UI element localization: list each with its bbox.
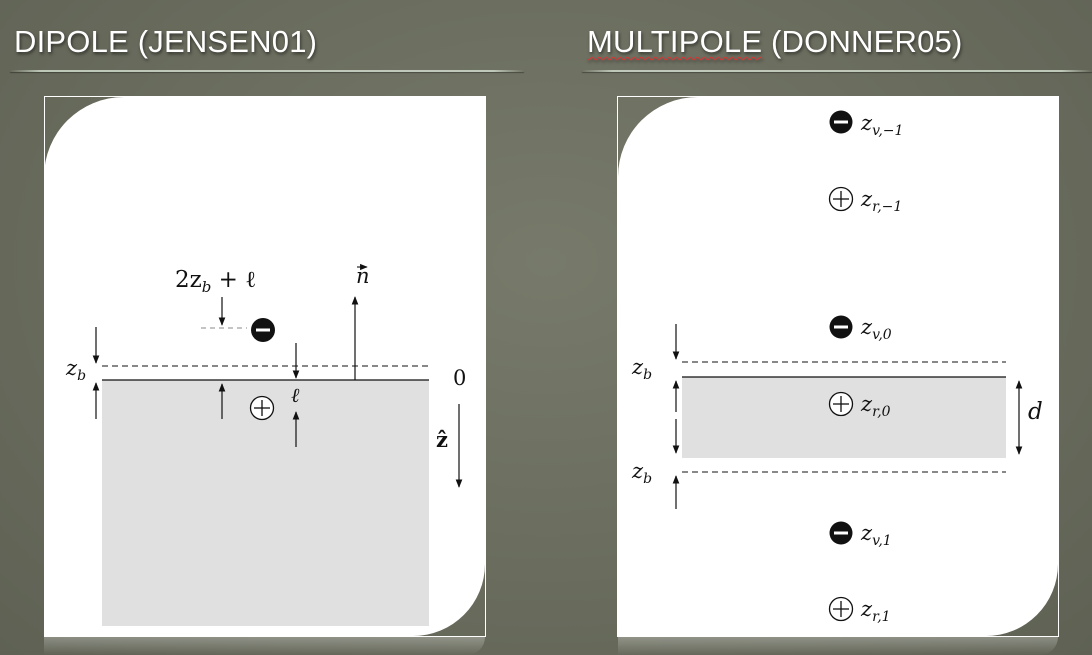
source-label: zr,0 [860, 392, 891, 420]
source-v-1: zv,1 [829, 521, 892, 549]
panel-reflection-right [618, 637, 1058, 655]
source-v-0: zv,0 [829, 315, 892, 343]
source-v-minus1: zv,−1 [829, 110, 903, 139]
slab-medium [682, 377, 1006, 458]
label-d: d [1028, 399, 1043, 425]
source-label: zv,−1 [860, 111, 903, 139]
label-zb-top: zb [631, 355, 652, 383]
label-zero: 0 [453, 366, 466, 390]
source-r-1: zr,1 [828, 596, 891, 625]
source-label: zr,−1 [860, 187, 902, 215]
title-underline-left [10, 70, 524, 72]
label-zhat: ẑ [436, 427, 448, 452]
source-label: zv,1 [860, 521, 892, 549]
label-2zb-plus-ell: 2zb + ℓ [175, 267, 256, 296]
slab-medium [102, 380, 429, 626]
source-r-minus1: zr,−1 [828, 186, 902, 215]
source-label: zr,1 [860, 597, 891, 625]
source-label: zv,0 [860, 315, 892, 343]
dipole-diagram-panel: 2zb + ℓ zb ℓ n 0 ẑ [44, 97, 485, 636]
title-underline-right [582, 70, 1092, 72]
picture-frame-right [617, 96, 1059, 637]
multipole-diagram-panel: zb zb d zv,−1 zr,−1 zv,0 [618, 97, 1058, 636]
label-ell: ℓ [291, 383, 300, 407]
title-multipole-word: MULTIPOLE [587, 24, 763, 59]
title-multipole-rest: (DONNER05) [762, 24, 963, 59]
label-n: n [356, 264, 370, 288]
multipole-diagram: zb zb d zv,−1 zr,−1 zv,0 [631, 110, 1043, 625]
slide-title-dipole: DIPOLE (JENSEN01) [14, 24, 318, 59]
panel-reflection-left [44, 637, 485, 655]
label-zb: zb [65, 356, 86, 384]
dipole-diagram: 2zb + ℓ zb ℓ n 0 ẑ [65, 263, 466, 626]
source-r-0: zr,0 [828, 391, 891, 420]
label-zb-bottom: zb [631, 459, 652, 487]
slide-title-multipole: MULTIPOLE (DONNER05) [587, 24, 963, 60]
